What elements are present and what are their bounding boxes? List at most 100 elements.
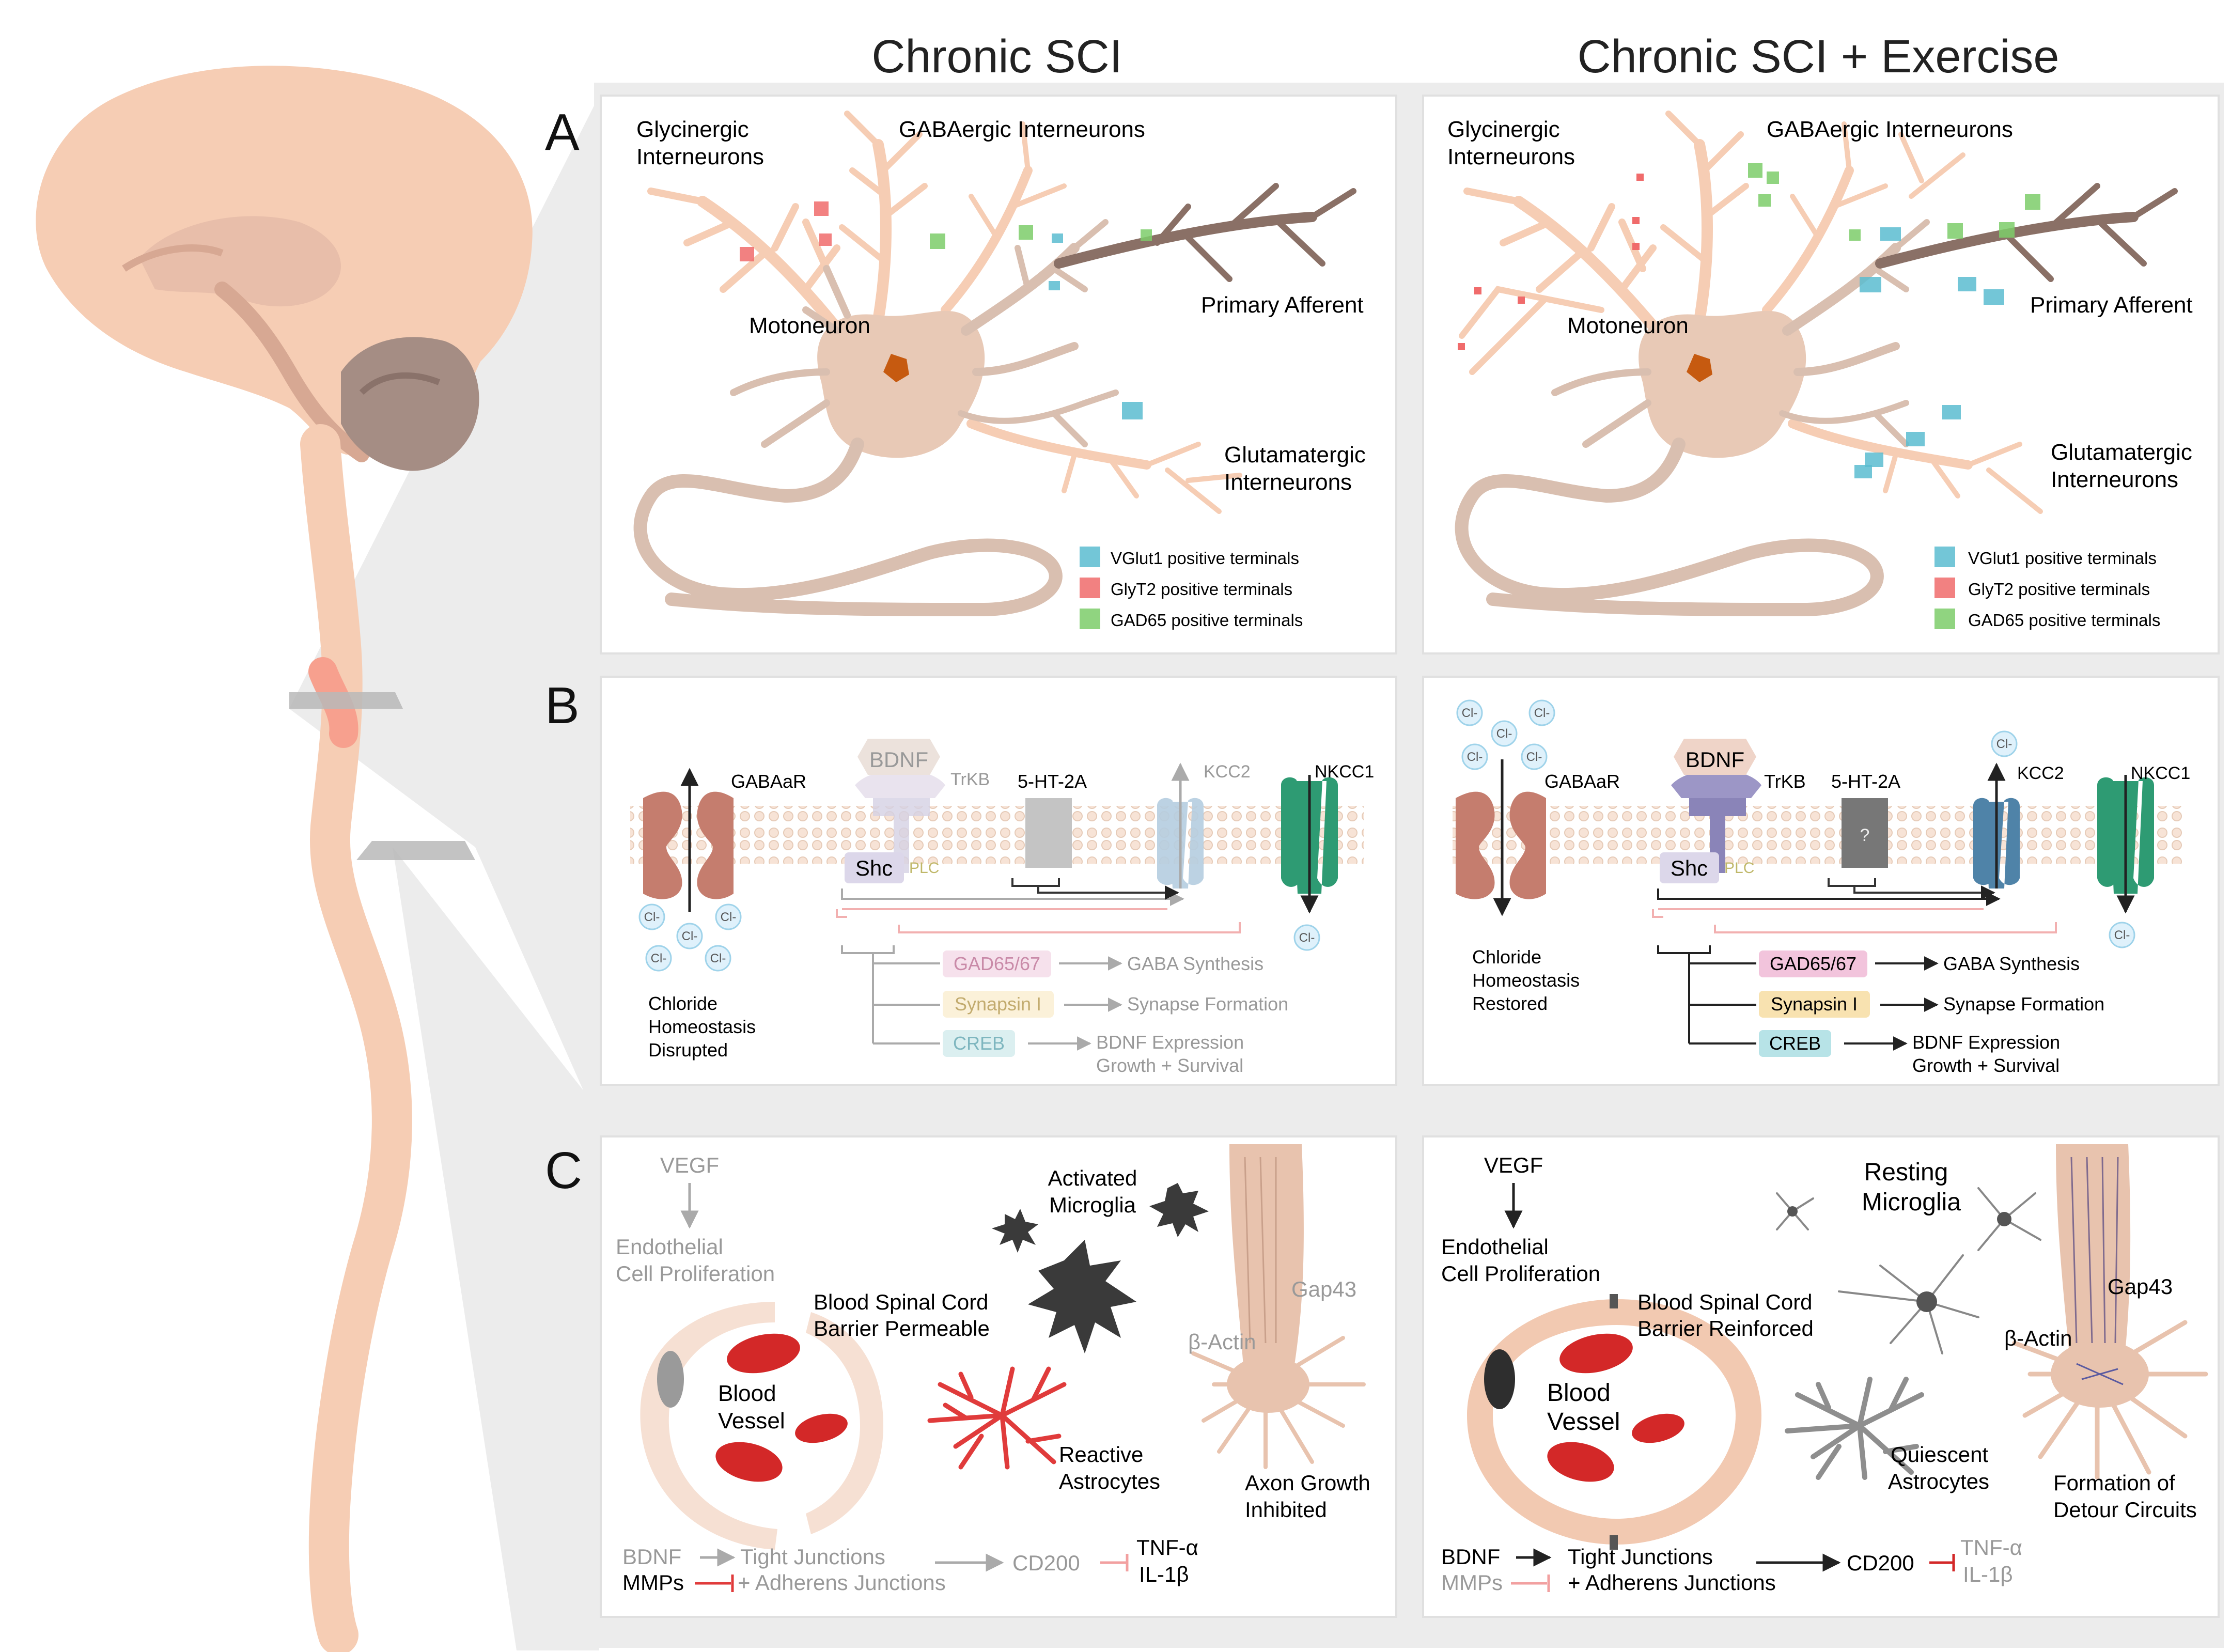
red-blood-cell	[715, 1442, 783, 1482]
terminal-glyt2	[1458, 343, 1465, 350]
label-quiescent: Quiescent	[1891, 1442, 1988, 1467]
terminal-glyt2	[1636, 174, 1644, 181]
terminal-gad65	[1019, 225, 1033, 240]
left-column-title: Chronic SCI	[871, 31, 1122, 83]
label-adherens: + Adherens Junctions	[738, 1570, 946, 1595]
status-line-1: Chloride	[648, 993, 717, 1014]
resting-microglia	[1776, 1187, 2041, 1354]
label-bactin: β-Actin	[2004, 1326, 2072, 1350]
chloride-ion-label: Cl-	[2114, 928, 2130, 942]
reactive-astrocyte	[927, 1366, 1067, 1470]
chloride-ion-label: Cl-	[1496, 727, 1512, 741]
label-glycinergic: Glycinergic	[636, 117, 749, 142]
panel-c-right: VEGF Endothelial Cell Proliferation Bloo…	[1441, 1144, 2208, 1595]
status-line-2: Homeostasis	[648, 1016, 756, 1037]
chloride-ions	[638, 903, 1320, 972]
red-blood-cell	[1547, 1442, 1614, 1482]
label-bdnf: BDNF	[869, 747, 928, 772]
signal-arrows	[836, 878, 1241, 1051]
panel-a-left: Glycinergic Interneurons GABAergic Inter…	[633, 111, 1366, 630]
label-tnf: TNF-α	[1136, 1535, 1198, 1560]
label-glycinergic: Glycinergic	[1447, 117, 1560, 142]
label-gaba-synthesis: GABA Synthesis	[1127, 953, 1263, 974]
terminal-legend: VGlut1 positive terminals GlyT2 positive…	[1934, 547, 2160, 630]
legend-gad65: GAD65 positive terminals	[1968, 611, 2160, 630]
label-cd200: CD200	[1847, 1551, 1914, 1575]
label-blood: Blood	[1547, 1379, 1611, 1407]
terminal-glyt2	[740, 247, 754, 261]
terminal-vglut1	[1958, 277, 1976, 291]
label-activated: Activated	[1048, 1166, 1137, 1190]
label-growth-survival: Growth + Survival	[1912, 1055, 2060, 1076]
chloride-ion-label: Cl-	[1462, 706, 1478, 720]
panel-a-left-frame	[600, 95, 1397, 654]
gabaar-channel	[1456, 791, 1546, 899]
terminal-vglut1	[1865, 453, 1883, 467]
label-creb: CREB	[1769, 1033, 1821, 1054]
terminal-vglut1	[1860, 277, 1881, 292]
label-endothelial: Endothelial	[616, 1235, 723, 1259]
panel-b-right: ? GABAaR BDNF TrKB 5-HT-2A KCC2 NKCC1 Sh…	[1453, 699, 2190, 1076]
legend-glyt2: GlyT2 positive terminals	[1968, 580, 2150, 599]
label-gad: GAD65/67	[954, 953, 1040, 974]
label-quiescent-2: Astrocytes	[1888, 1469, 1989, 1493]
label-activated-2: Microglia	[1049, 1193, 1136, 1217]
5ht2a-receptor	[1842, 798, 1888, 868]
panel-a-right: Glycinergic Interneurons GABAergic Inter…	[1447, 111, 2193, 630]
label-gad: GAD65/67	[1770, 953, 1856, 974]
label-vessel: Vessel	[1547, 1408, 1620, 1436]
label-plc: PLC	[1724, 860, 1754, 877]
terminal-glyt2	[1518, 297, 1525, 304]
terminal-vglut1	[1880, 227, 1901, 241]
chloride-ion-label: Cl-	[1299, 931, 1315, 945]
status-line-2: Homeostasis	[1472, 970, 1580, 991]
label-gap43: Gap43	[1291, 1277, 1356, 1301]
chloride-ion-label: Cl-	[710, 952, 726, 965]
signal-arrows	[1652, 878, 2057, 1051]
chloride-ion-label: Cl-	[721, 910, 737, 924]
label-shc: Shc	[855, 856, 893, 880]
label-resting-2: Microglia	[1862, 1189, 1961, 1216]
right-column-title: Chronic SCI + Exercise	[1578, 31, 2060, 83]
label-primary-afferent: Primary Afferent	[2030, 292, 2193, 318]
label-nkcc1: NKCC1	[2131, 763, 2190, 783]
label-tnf: TNF-α	[1960, 1535, 2022, 1560]
label-vegf: VEGF	[1484, 1153, 1543, 1177]
legend-vglut1: VGlut1 positive terminals	[1111, 549, 1299, 568]
5ht2a-receptor	[1025, 798, 1072, 868]
terminal-vglut1	[1052, 233, 1063, 243]
label-resting: Resting	[1864, 1159, 1948, 1186]
synapsin-box	[1759, 991, 1870, 1018]
label-trkb: TrKB	[1764, 771, 1806, 792]
label-endothelial-2: Cell Proliferation	[1441, 1261, 1600, 1286]
shc-box	[845, 852, 904, 883]
label-bdnf-c: BDNF	[622, 1545, 681, 1569]
label-glutamatergic-2: Interneurons	[1224, 470, 1352, 495]
axon-growth-cone	[2012, 1144, 2208, 1480]
terminal-gad65	[1141, 229, 1152, 241]
label-vegf: VEGF	[660, 1153, 719, 1177]
label-bdnf: BDNF	[1686, 747, 1744, 772]
label-adherens: + Adherens Junctions	[1568, 1570, 1776, 1595]
terminal-vglut1	[1049, 281, 1060, 290]
panel-b-left: GABAaR BDNF TrKB 5-HT-2A KCC2 NKCC1 Shc …	[630, 739, 1374, 1076]
label-nkcc1: NKCC1	[1315, 762, 1374, 782]
legend-vglut1: VGlut1 positive terminals	[1968, 549, 2157, 568]
label-motoneuron: Motoneuron	[749, 313, 870, 338]
terminal-vglut1	[1854, 465, 1872, 478]
quiescent-astrocyte	[1785, 1377, 1924, 1480]
label-gaba-synthesis: GABA Synthesis	[1943, 953, 2080, 974]
terminal-gad65	[1999, 222, 2015, 238]
cell-membrane	[630, 806, 1364, 864]
label-bscb: Blood Spinal Cord	[814, 1290, 989, 1314]
gabaar-channel	[643, 791, 734, 899]
gad-box	[1759, 950, 1867, 977]
red-blood-cell	[1559, 1333, 1633, 1374]
label-question: ?	[1860, 825, 1870, 845]
terminal-gad65	[1758, 194, 1771, 207]
chloride-ions	[1456, 699, 2135, 948]
label-endothelial-2: Cell Proliferation	[616, 1261, 775, 1286]
label-endothelial: Endothelial	[1441, 1235, 1549, 1259]
label-synapse-formation: Synapse Formation	[1127, 993, 1288, 1015]
label-detour: Formation of	[2053, 1471, 2175, 1495]
